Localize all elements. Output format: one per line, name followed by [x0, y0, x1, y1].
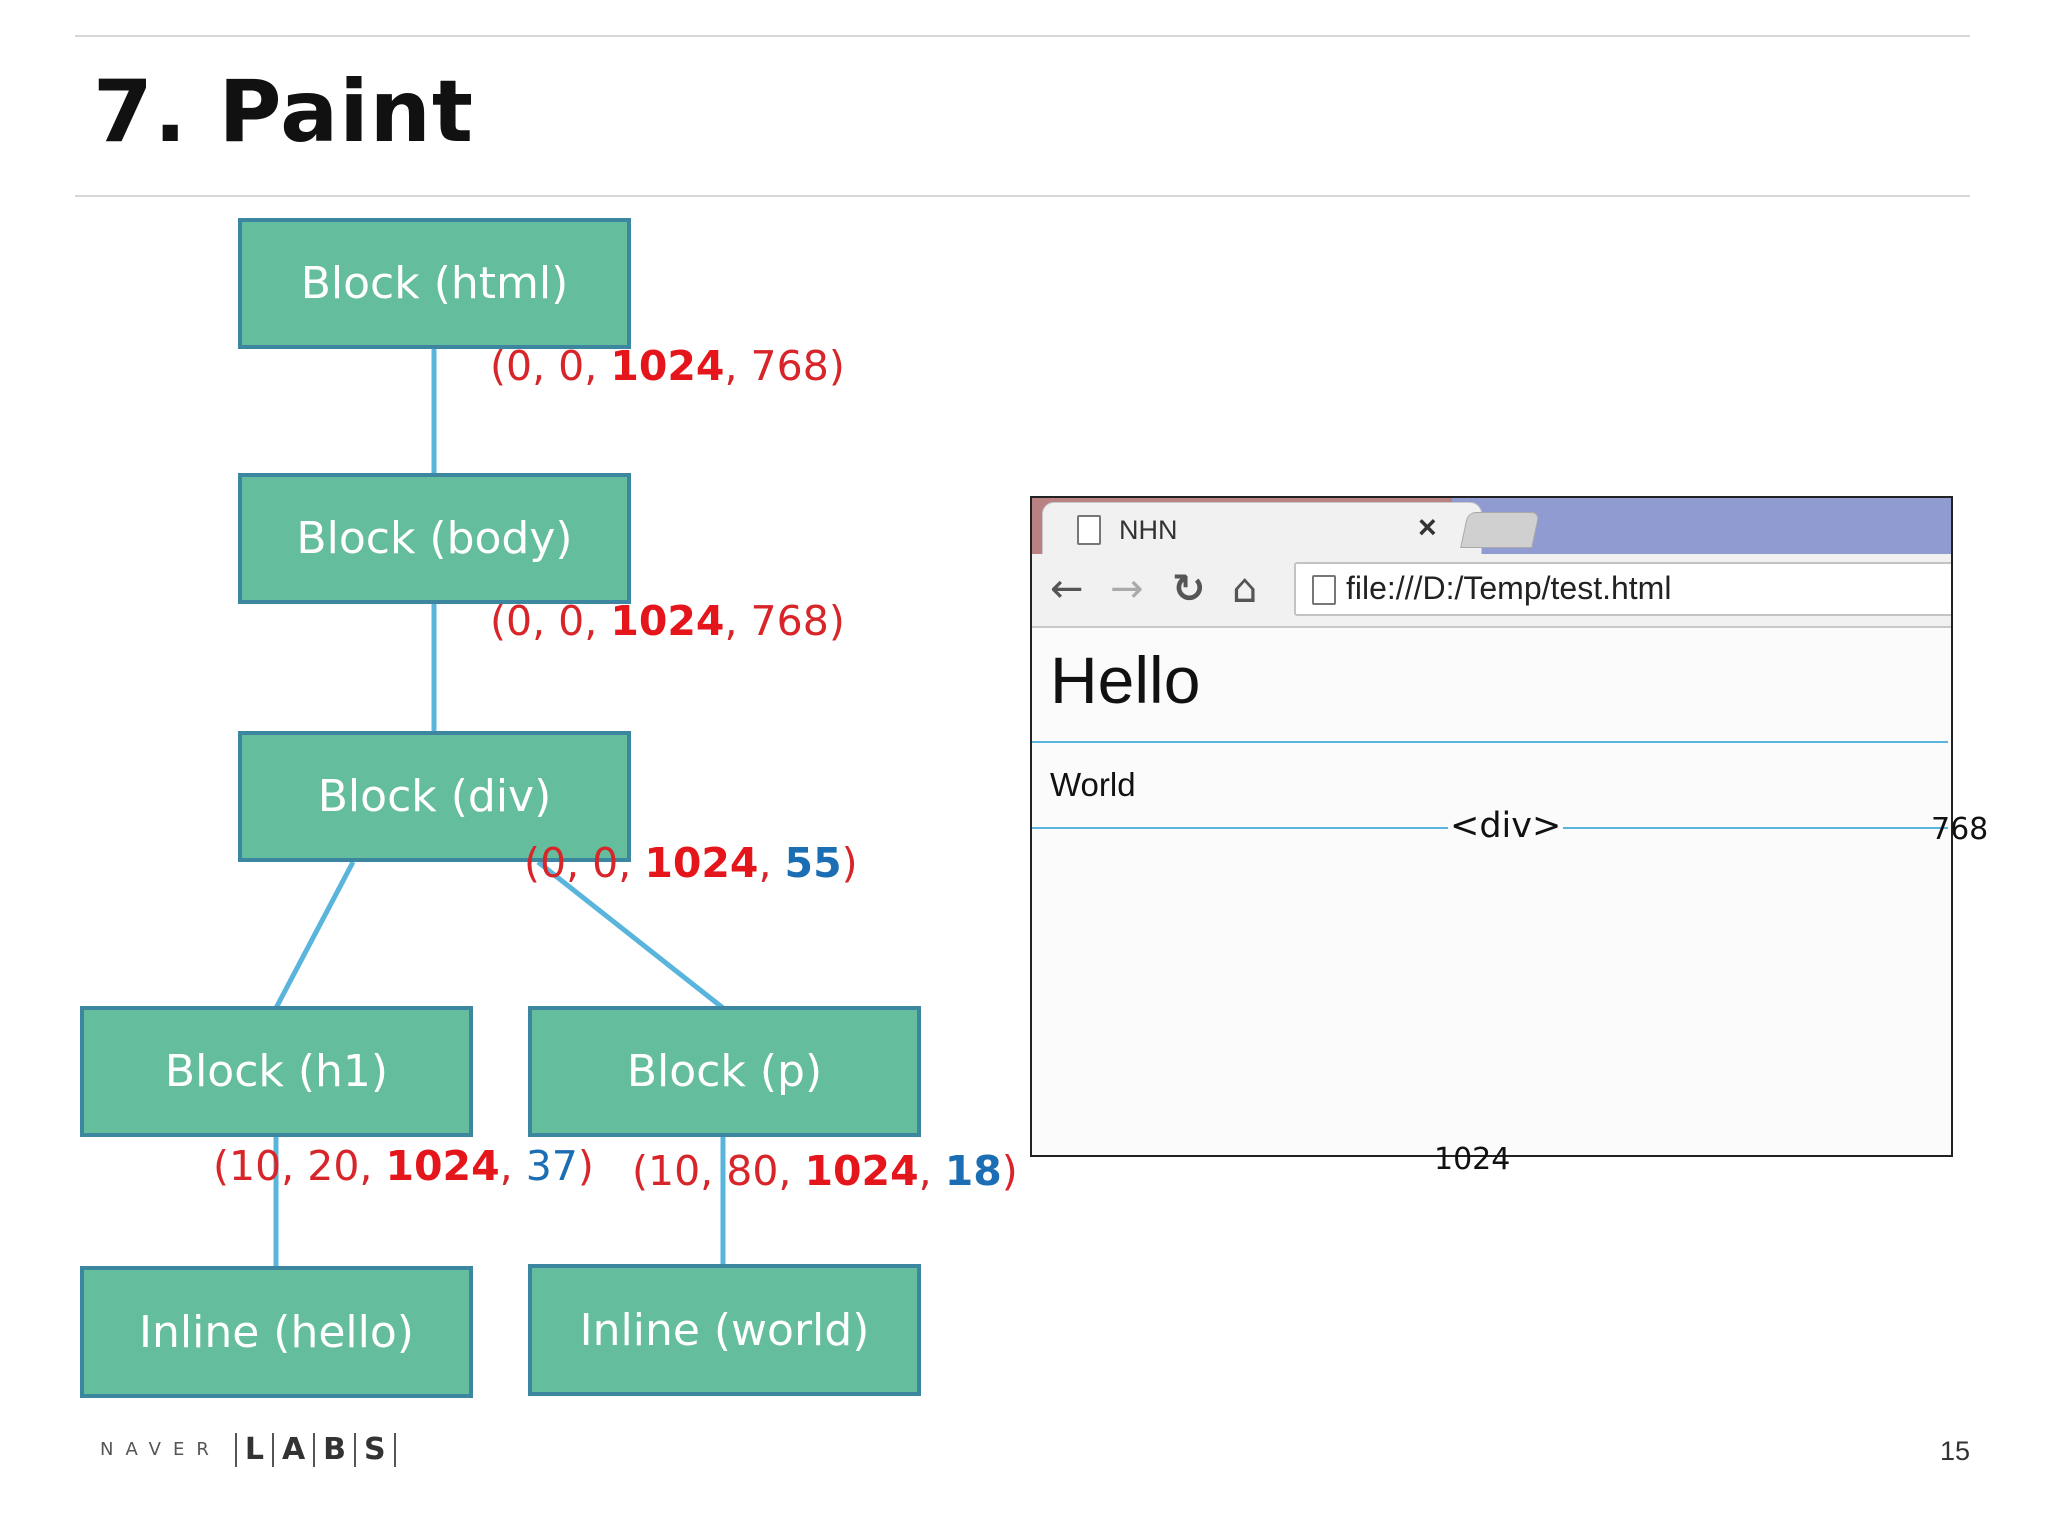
page-icon	[1312, 575, 1336, 605]
coords-body: (0, 0, 1024, 768)	[490, 597, 845, 645]
coord-height: 768	[750, 342, 829, 390]
h1-boundary-line	[1032, 741, 1948, 743]
logo-letter: L	[244, 1432, 264, 1467]
home-icon[interactable]: ⌂	[1232, 566, 1258, 612]
logo-naver: NAVER	[100, 1439, 221, 1460]
coord-height: 768	[750, 597, 829, 645]
coord-width: 1024	[610, 342, 725, 390]
coord-height: 55	[784, 839, 842, 887]
close-icon[interactable]: ×	[1418, 509, 1437, 545]
logo-letter: B	[323, 1432, 347, 1467]
coords-h1: (10, 20, 1024, 37)	[213, 1142, 594, 1190]
logo-letter: S	[364, 1432, 386, 1467]
coord-x: 10	[648, 1147, 701, 1195]
coord-width: 1024	[804, 1147, 919, 1195]
top-rule	[75, 35, 1970, 37]
node-block-p: Block (p)	[528, 1006, 921, 1137]
width-label: 1024	[1434, 1142, 1511, 1177]
content-heading: Hello	[1050, 643, 1201, 717]
coord-y: 20	[307, 1142, 360, 1190]
coord-height: 37	[525, 1142, 578, 1190]
page-number: 15	[1940, 1436, 1971, 1466]
logo-labs: L A B S	[227, 1432, 404, 1467]
address-bar[interactable]: file:///D:/Temp/test.html	[1294, 562, 1951, 616]
browser-toolbar: ← → ↻ ⌂ file:///D:/Temp/test.html	[1032, 554, 1951, 628]
coord-width: 1024	[385, 1142, 500, 1190]
coord-y: 0	[558, 342, 585, 390]
coords-div: (0, 0, 1024, 55)	[524, 839, 858, 887]
logo-letter: A	[281, 1432, 306, 1467]
div-label: <div>	[1448, 806, 1564, 846]
address-text: file:///D:/Temp/test.html	[1346, 570, 1672, 606]
new-tab-button[interactable]	[1460, 512, 1540, 548]
coord-y: 0	[592, 839, 619, 887]
node-block-html: Block (html)	[238, 218, 631, 349]
node-inline-hello: Inline (hello)	[80, 1266, 473, 1398]
height-label: 768	[1931, 812, 1989, 847]
coord-x: 0	[506, 342, 533, 390]
back-arrow-icon[interactable]: ←	[1050, 566, 1084, 612]
connector-div-p	[536, 860, 725, 1010]
browser-tab[interactable]: NHN ×	[1042, 502, 1482, 558]
coord-height: 18	[944, 1147, 1002, 1195]
coord-x: 10	[229, 1142, 282, 1190]
node-block-div: Block (div)	[238, 731, 631, 862]
forward-arrow-icon[interactable]: →	[1110, 566, 1144, 612]
connector-div-h1	[273, 860, 356, 1010]
coord-width: 1024	[644, 839, 759, 887]
tab-strip: NHN ×	[1032, 498, 1951, 558]
coords-p: (10, 80, 1024, 18)	[632, 1147, 1018, 1195]
tab-title: NHN	[1119, 515, 1178, 545]
node-inline-world: Inline (world)	[528, 1264, 921, 1396]
naver-labs-logo: NAVER L A B S	[100, 1432, 404, 1467]
reload-icon[interactable]: ↻	[1172, 566, 1206, 612]
coord-x: 0	[506, 597, 533, 645]
coord-y: 80	[726, 1147, 779, 1195]
browser-window: NHN × ← → ↻ ⌂ file:///D:/Temp/test.html …	[1030, 496, 1953, 1157]
content-paragraph: World	[1050, 766, 1136, 803]
coord-width: 1024	[610, 597, 725, 645]
coord-x: 0	[540, 839, 567, 887]
slide-title: 7. Paint	[93, 62, 475, 162]
title-rule	[75, 195, 1970, 197]
node-block-body: Block (body)	[238, 473, 631, 604]
page-icon	[1077, 515, 1101, 545]
coord-y: 0	[558, 597, 585, 645]
coords-html: (0, 0, 1024, 768)	[490, 342, 845, 390]
node-block-h1: Block (h1)	[80, 1006, 473, 1137]
